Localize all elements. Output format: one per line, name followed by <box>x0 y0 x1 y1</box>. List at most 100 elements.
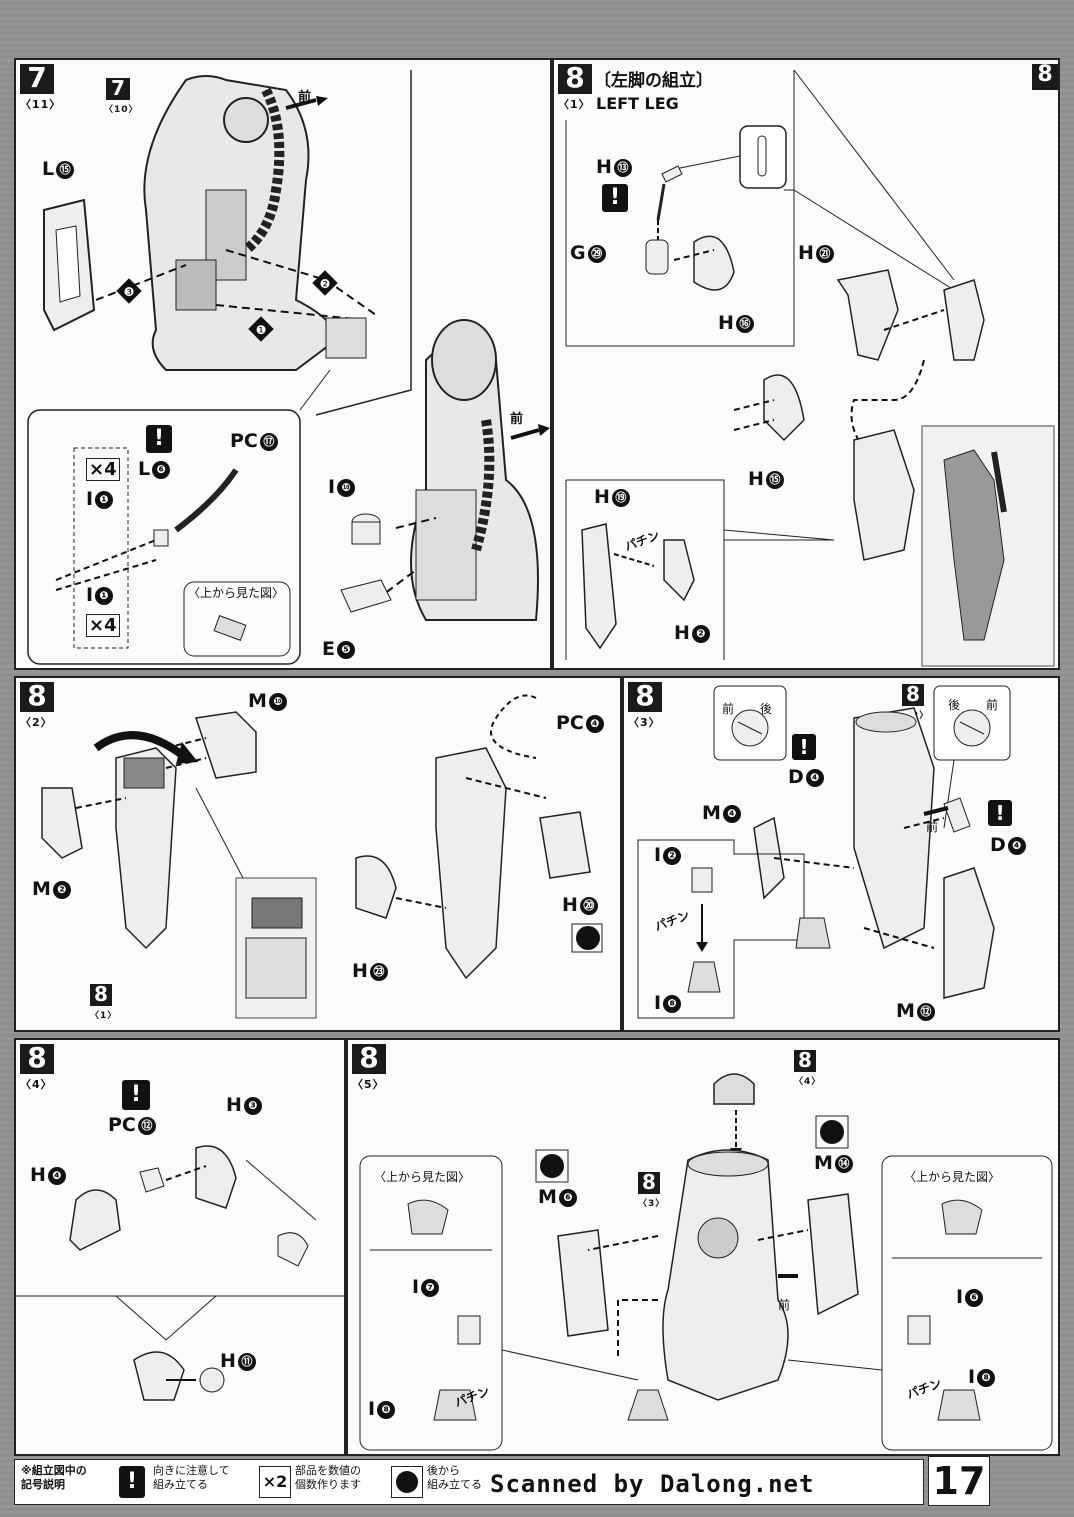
legend-item-quantity: 部品を数値の 個数作ります <box>295 1464 361 1491</box>
panel-step-8-5: 8 〈5〉 8 〈4〉 8 〈3〉 <box>346 1038 1060 1456</box>
step-sub: 〈4〉 <box>20 1078 53 1091</box>
panel-step-8-1: 8 〈1〉 〔左脚の組立〕 LEFT LEG 8 <box>552 58 1060 670</box>
step-number: 8 <box>628 682 662 712</box>
step-number: 8 <box>558 64 592 94</box>
quantity-x4-bottom: ×4 <box>86 614 120 637</box>
step-sub: 〈5〉 <box>352 1078 385 1091</box>
ref-step: 8 <box>90 984 112 1006</box>
svg-text:❶: ❶ <box>256 323 267 337</box>
top-view-label: 〈上から見た図〉 <box>188 586 285 600</box>
page-number: 17 <box>928 1456 990 1506</box>
step-number: 8 <box>20 682 54 712</box>
ref-step: 7 <box>106 78 130 100</box>
symbol-legend: ※組立図中の 記号説明 ! 向きに注意して 組み立てる ×2 部品を数値の 個数… <box>14 1459 924 1505</box>
ref-step: 8 <box>902 684 924 706</box>
front-label-box1: 前 <box>722 702 735 716</box>
back-label-box2: 後 <box>948 698 961 712</box>
assembly-illustration-8-4 <box>16 1145 344 1401</box>
top-view-label-right: 〈上から見た図〉 <box>904 1170 1001 1184</box>
caution-icon: ! <box>122 1080 150 1110</box>
svg-text:❸: ❸ <box>124 285 135 299</box>
step-sub: 〈11〉 <box>20 98 62 111</box>
step-number: 8 <box>20 1044 54 1074</box>
quantity-icon: ×2 <box>259 1466 291 1498</box>
legend-item-later: 後から 組み立てる <box>427 1464 482 1491</box>
later-assembly-icon <box>391 1466 423 1498</box>
legend-title: ※組立図中の 記号説明 <box>21 1464 87 1491</box>
front-label-2: 前 <box>510 412 524 427</box>
quantity-x4-top: ×4 <box>86 458 120 481</box>
caution-icon: ! <box>119 1466 145 1498</box>
svg-text:❷: ❷ <box>320 277 331 291</box>
step-number: 7 <box>20 64 54 94</box>
step-title-en: LEFT LEG <box>596 94 679 113</box>
ref-step-mid: 8 <box>638 1172 660 1194</box>
back-label-box1: 後 <box>760 702 773 716</box>
step-number: 8 <box>352 1044 386 1074</box>
assembly-illustration-7: ❸ ❷ ❶ <box>27 70 550 665</box>
ref-sub-mid: 〈3〉 <box>638 1199 666 1209</box>
ref-sub: 〈1〉 <box>90 1011 118 1021</box>
caution-icon-2: ! <box>988 800 1012 826</box>
caution-icon: ! <box>146 425 172 453</box>
assembly-illustration-8-2 <box>41 694 603 1019</box>
assembly-illustration-8-5 <box>359 1073 1053 1451</box>
caution-icon-1: ! <box>792 734 816 760</box>
front-label-box2: 前 <box>986 698 999 712</box>
side-ref: 8 <box>1032 64 1058 90</box>
front-label-arrow: 前 <box>926 820 939 834</box>
step-sub: 〈2〉 <box>20 716 53 729</box>
ref-step-top: 8 <box>794 1050 816 1072</box>
top-view-label-left: 〈上から見た図〉 <box>374 1170 471 1184</box>
assembly-illustration-8-1 <box>565 69 1055 667</box>
step-sub: 〈3〉 <box>628 716 661 729</box>
caution-icon: ! <box>602 184 628 212</box>
step-title-jp: 〔左脚の組立〕 <box>594 71 713 91</box>
scan-credit: Scanned by Dalong.net <box>490 1470 815 1498</box>
ref-sub-top: 〈4〉 <box>794 1077 822 1087</box>
step-sub: 〈1〉 <box>558 98 591 111</box>
panel-step-8-3: 8 〈3〉 8 〈2〉 <box>622 676 1060 1032</box>
front-label: 前 <box>778 1298 791 1312</box>
ref-sub: 〈10〉 <box>104 105 139 115</box>
